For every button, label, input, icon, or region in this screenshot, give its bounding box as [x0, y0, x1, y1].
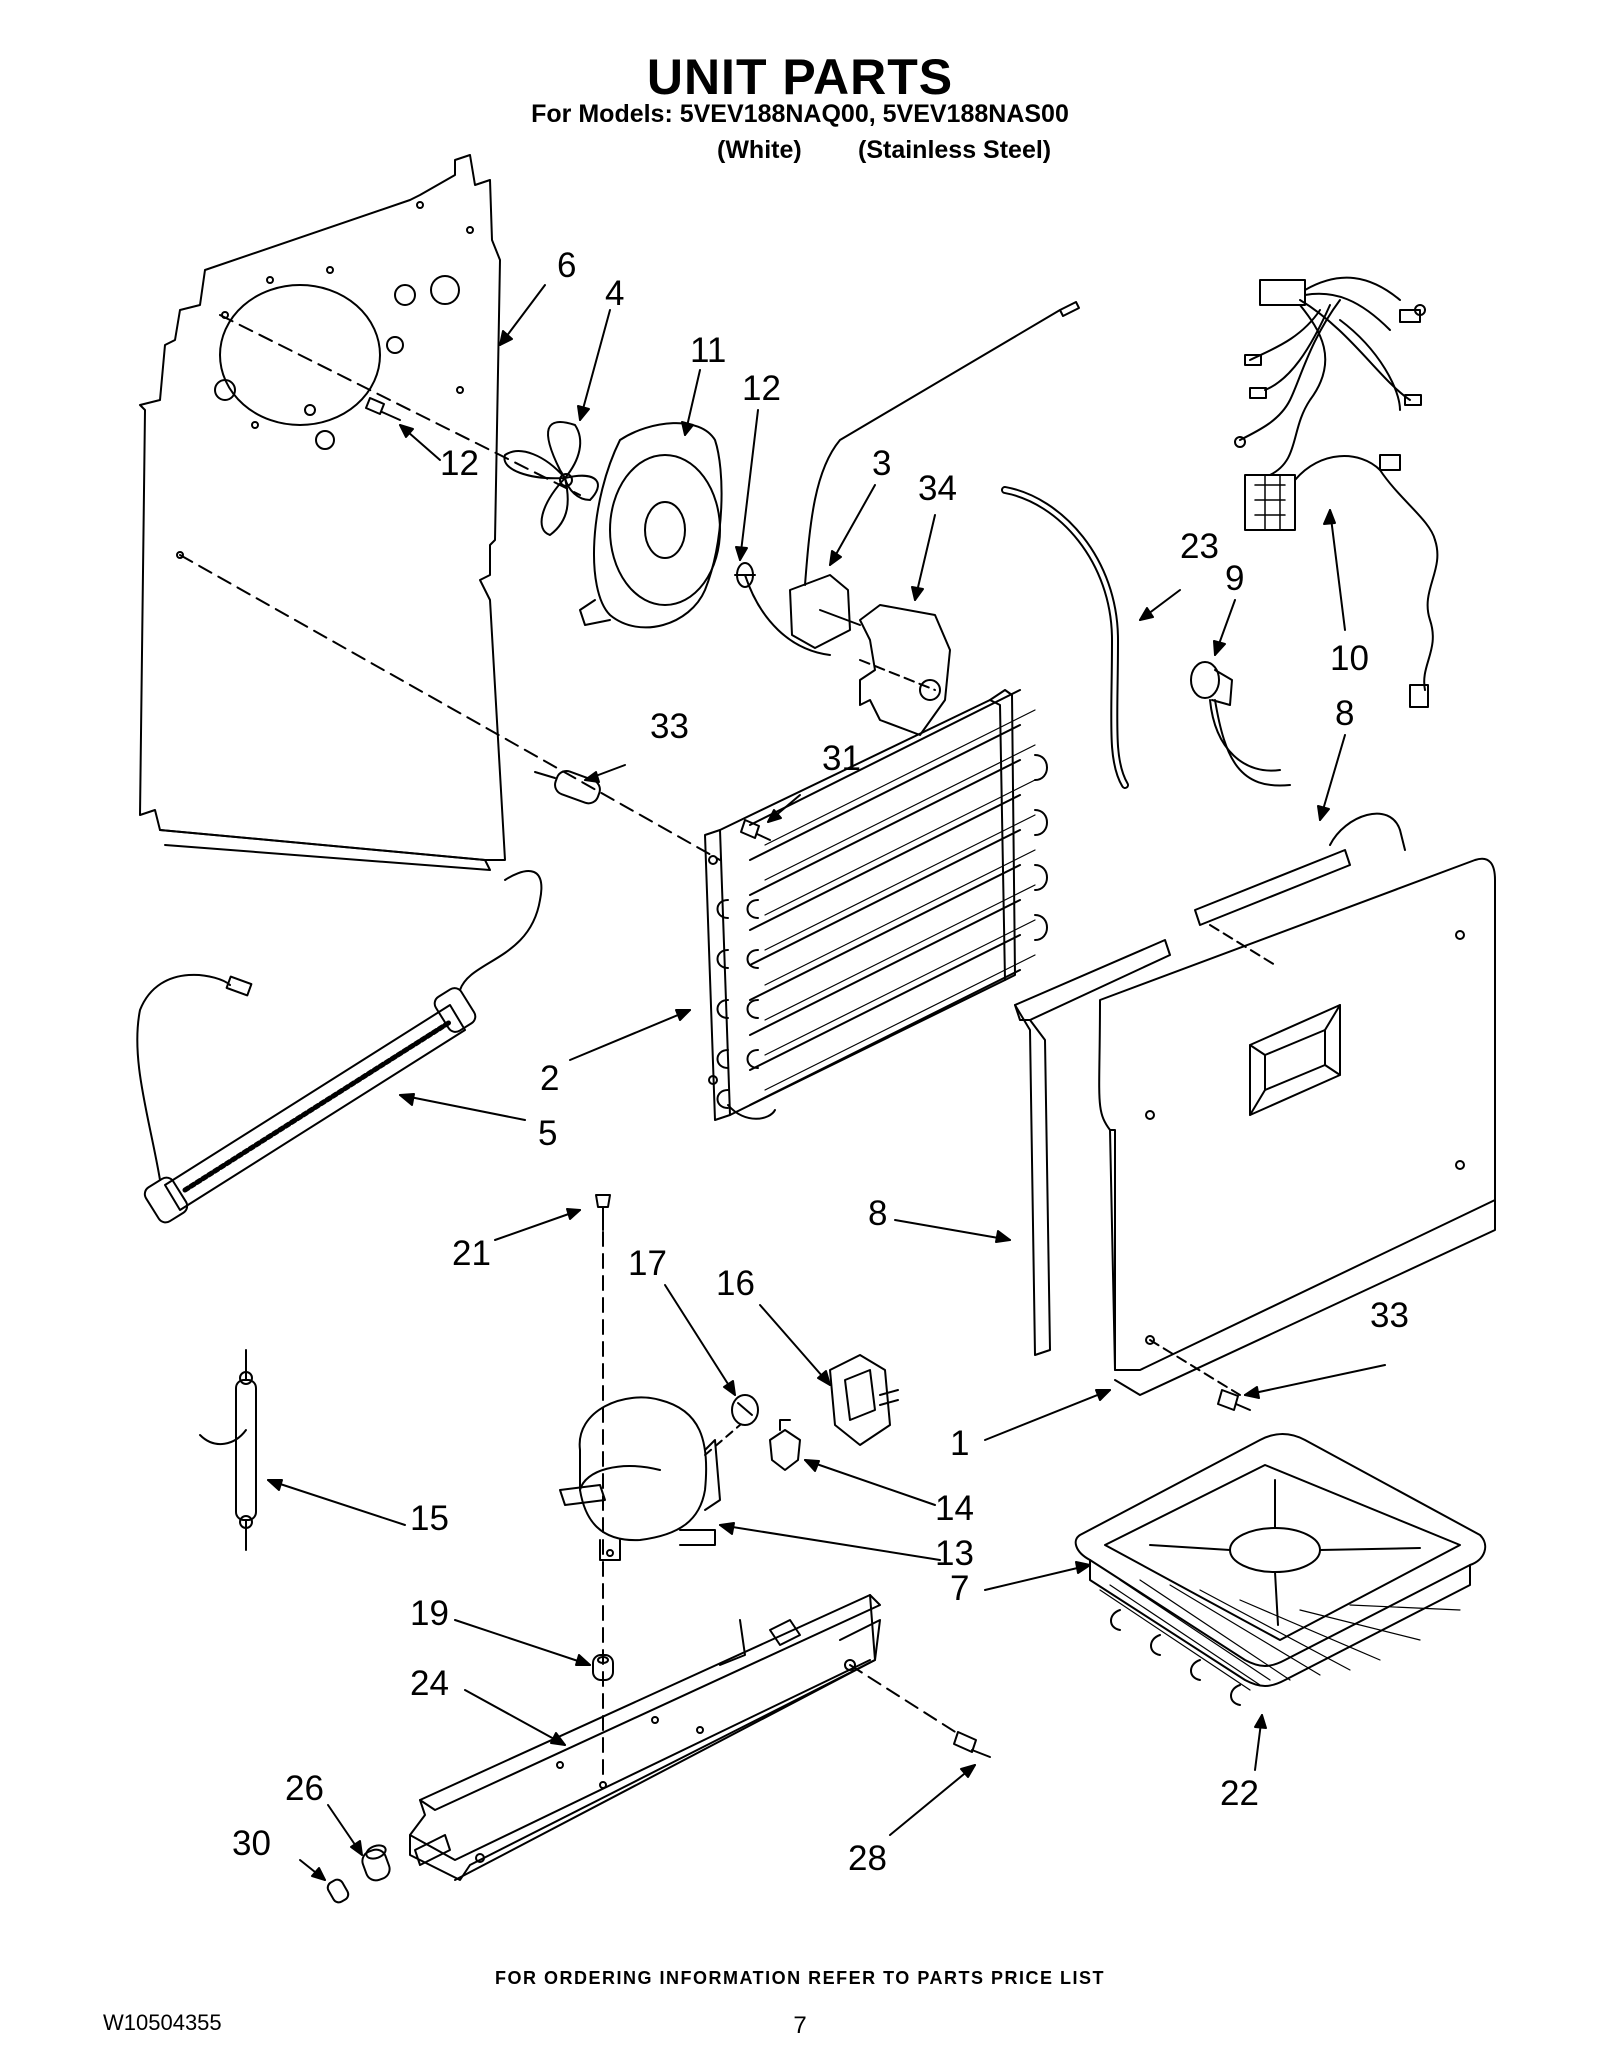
part-base-rail — [409, 1594, 961, 1881]
part-fitting-upper — [534, 770, 601, 805]
callout-11: 11 — [690, 331, 726, 370]
callout-12-right: 12 — [742, 369, 781, 408]
part-fan-motor — [744, 301, 1080, 656]
part-relay — [769, 1419, 801, 1471]
part-motor-bracket — [859, 604, 951, 736]
part-fan-blade — [503, 421, 599, 536]
callout-15: 15 — [410, 1499, 449, 1538]
part-fan-shroud — [579, 422, 723, 629]
part-overload — [704, 1394, 759, 1456]
part-tubing — [1001, 486, 1129, 789]
callout-5: 5 — [538, 1114, 557, 1153]
callout-1: 1 — [950, 1424, 969, 1463]
page-number: 7 — [793, 2012, 807, 2039]
variant-white-label: (White) — [717, 136, 802, 164]
models-line: For Models: 5VEV188NAQ00, 5VEV188NAS00 — [531, 100, 1069, 128]
ordering-info-note: FOR ORDERING INFORMATION REFER TO PARTS … — [494, 1968, 1105, 1988]
part-screw-compressor — [595, 1194, 611, 1781]
callout-19: 19 — [410, 1594, 449, 1633]
callout-23: 23 — [1180, 527, 1219, 566]
leader-lines — [267, 284, 1386, 1881]
callout-30: 30 — [232, 1824, 271, 1863]
page-title: UNIT PARTS — [646, 49, 954, 105]
callout-8-lower: 8 — [868, 1194, 887, 1233]
part-condensate-coil — [1099, 1579, 1461, 1706]
part-spacer-side — [1014, 939, 1171, 1356]
part-drain-pan — [1074, 1433, 1487, 1687]
callout-22: 22 — [1220, 1774, 1259, 1813]
part-spacer-upper — [1194, 812, 1406, 966]
callout-4: 4 — [605, 274, 624, 313]
callout-33-lower: 33 — [1370, 1296, 1409, 1335]
callout-2: 2 — [540, 1059, 559, 1098]
callout-7: 7 — [950, 1569, 969, 1608]
part-rear-panel — [139, 154, 721, 871]
callout-8-upper: 8 — [1335, 694, 1354, 733]
callout-12-left: 12 — [440, 444, 479, 483]
callout-33-upper: 33 — [650, 707, 689, 746]
callout-31: 31 — [822, 739, 861, 778]
part-foot — [361, 1844, 391, 1882]
callout-26: 26 — [285, 1769, 324, 1808]
part-defrost-heater — [136, 870, 543, 1224]
part-screw-fan — [365, 397, 401, 421]
callout-6: 6 — [557, 246, 576, 285]
part-spacer-foot — [326, 1878, 350, 1904]
callout-14: 14 — [935, 1489, 974, 1528]
part-compressor — [559, 1396, 721, 1561]
part-screw-cover — [1217, 1389, 1251, 1411]
callout-34: 34 — [918, 469, 957, 508]
callout-3: 3 — [872, 444, 891, 483]
callout-17: 17 — [628, 1244, 667, 1283]
part-screw-evaporator — [740, 819, 771, 841]
part-wire-harness — [1234, 276, 1439, 708]
part-grommet-compressor — [592, 1654, 614, 1681]
part-evaporator — [704, 689, 1048, 1121]
part-evaporator-cover — [1098, 857, 1496, 1396]
callout-21: 21 — [452, 1234, 491, 1273]
part-thermostat — [1190, 661, 1291, 787]
callout-28: 28 — [848, 1839, 887, 1878]
callout-13: 13 — [935, 1534, 974, 1573]
part-screw-base — [953, 1731, 991, 1758]
callout-24: 24 — [410, 1664, 449, 1703]
callout-labels: 6 4 11 12 3 34 12 23 9 10 8 33 31 2 5 8 … — [232, 246, 1409, 1878]
callout-10: 10 — [1330, 639, 1369, 678]
part-relay-cover — [829, 1354, 899, 1446]
callout-16: 16 — [716, 1264, 755, 1303]
part-drier — [199, 1349, 257, 1551]
variant-stainless-label: (Stainless Steel) — [858, 136, 1052, 164]
document-number: W10504355 — [103, 2010, 222, 2035]
callout-9: 9 — [1225, 559, 1244, 598]
